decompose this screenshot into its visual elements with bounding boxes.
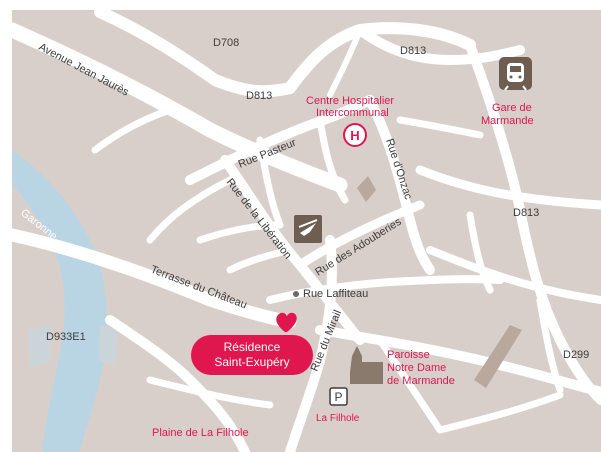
- parking-label: La Filhole: [316, 413, 360, 424]
- train-station-icon[interactable]: [499, 57, 532, 91]
- island: [98, 325, 118, 365]
- station-label-line2: Marmande: [481, 115, 534, 127]
- residence-badge-line1: Résidence: [223, 340, 281, 354]
- hospital-icon[interactable]: H: [343, 123, 367, 147]
- laffiteau-dot: [293, 291, 299, 297]
- road-network: [12, 10, 601, 452]
- post-office-icon[interactable]: [294, 215, 322, 243]
- route-label-d299: D299: [563, 349, 589, 361]
- street-label-rue-laffiteau: Rue Laffiteau: [303, 288, 368, 300]
- river-bank: [28, 325, 52, 368]
- church-label-line2: Notre Dame: [387, 362, 446, 374]
- route-label-d813-right: D813: [513, 207, 539, 219]
- hospital-label-line2: Intercommunal: [316, 107, 389, 119]
- svg-text:H: H: [350, 128, 359, 143]
- hospital-label-line1: Centre Hospitalier: [306, 95, 394, 107]
- diagonal-building: [474, 325, 522, 388]
- street-label-avenue-jean-jaures: Avenue Jean Jaurès: [37, 41, 131, 99]
- route-label-d813-top: D813: [400, 45, 426, 57]
- station-label-line1: Gare de: [492, 102, 532, 114]
- map-canvas: D708 D813 D813 D813 D933E1 D299 Avenue J…: [12, 10, 601, 452]
- plaine-label: Plaine de La Filhole: [152, 427, 249, 439]
- church-label-line1: Paroisse: [387, 349, 430, 361]
- parking-icon[interactable]: P: [329, 387, 348, 406]
- route-label-d933e1: D933E1: [46, 331, 86, 343]
- map: D708 D813 D813 D813 D933E1 D299 Avenue J…: [12, 10, 601, 452]
- church-label-line3: de Marmande: [387, 375, 455, 387]
- hospital-building: [357, 176, 376, 202]
- residence-badge[interactable]: Résidence Saint-Exupéry: [191, 335, 313, 375]
- route-label-d708: D708: [213, 37, 239, 49]
- location-heart-icon[interactable]: [276, 312, 297, 332]
- church-icon: [350, 346, 383, 384]
- street-label-rue-liberation: Rue de la Libération: [224, 176, 294, 261]
- svg-text:P: P: [334, 390, 342, 404]
- route-label-d813-left: D813: [246, 90, 272, 102]
- garonne-river: [12, 150, 107, 452]
- residence-badge-line2: Saint-Exupéry: [214, 355, 290, 369]
